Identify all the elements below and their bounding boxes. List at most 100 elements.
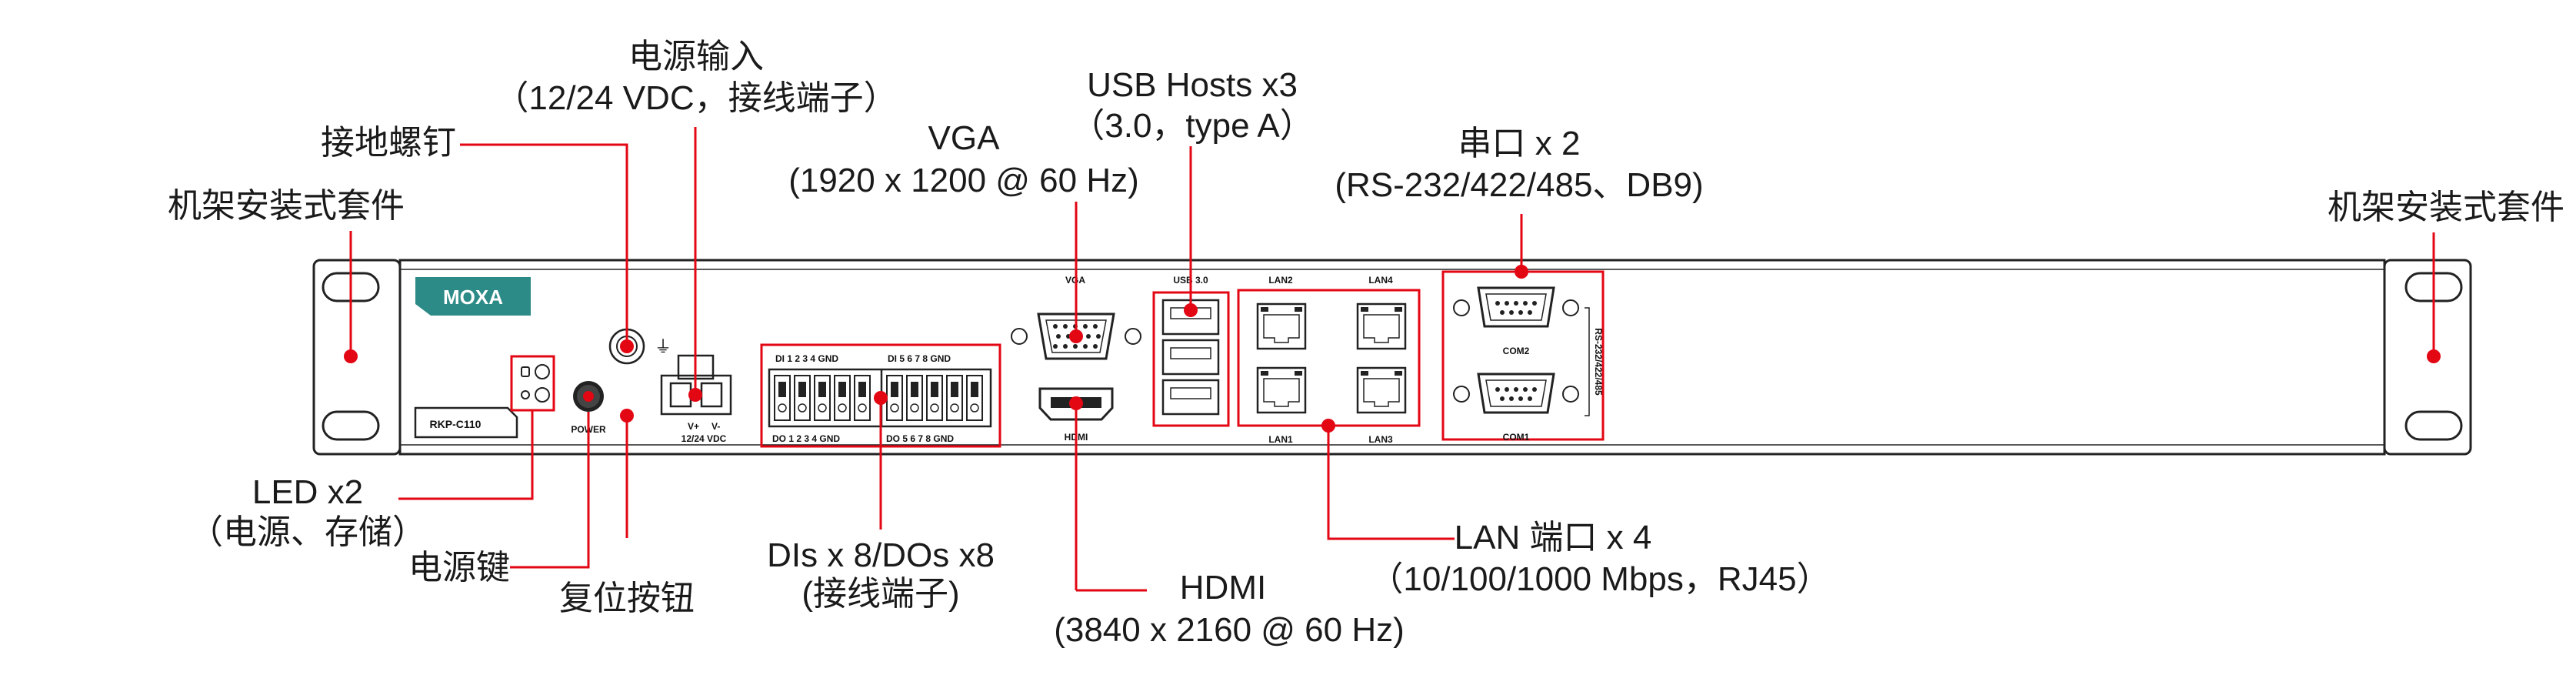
lan4-label: LAN4 bbox=[1368, 275, 1393, 286]
db9-pin bbox=[1532, 387, 1537, 392]
moxa-logo: MOXA bbox=[415, 277, 531, 316]
db9-pin bbox=[1514, 387, 1518, 392]
ground-screw-callout: 接地螺钉 bbox=[321, 124, 456, 162]
dio-pin-screw bbox=[858, 403, 867, 413]
led-detail: （电源、存储） bbox=[189, 513, 426, 551]
dio-detail: (接线端子) bbox=[801, 575, 959, 613]
dio-pin-slot bbox=[951, 382, 958, 397]
db9-screw bbox=[1562, 386, 1579, 403]
rj45-opening bbox=[1263, 314, 1300, 343]
db9-pin bbox=[1495, 301, 1500, 306]
db9-pin bbox=[1500, 310, 1505, 315]
usb-port-tongue bbox=[1170, 387, 1211, 399]
db9-shell bbox=[1477, 373, 1555, 414]
vga-pin bbox=[1073, 344, 1078, 349]
db9-inner bbox=[1485, 293, 1547, 321]
com1-label: COM1 bbox=[1503, 432, 1530, 443]
leader-lines bbox=[349, 127, 2435, 592]
vga-pin bbox=[1086, 334, 1091, 339]
vga-pin bbox=[1093, 344, 1098, 349]
vdc-label: 12/24 VDC bbox=[681, 433, 727, 444]
dio-pin-screw bbox=[778, 403, 787, 413]
vminus-label: V- bbox=[711, 421, 720, 432]
db9-pin bbox=[1514, 301, 1518, 306]
dio-pin-screw bbox=[838, 403, 847, 413]
lan-detail: （10/100/1000 Mbps，RJ45） bbox=[1369, 560, 1830, 598]
power-input-detail: （12/24 VDC，接线端子） bbox=[495, 79, 897, 117]
dio-pin-slot bbox=[778, 382, 786, 397]
led-group bbox=[521, 364, 550, 403]
power-input-title: 电源输入 bbox=[628, 38, 764, 75]
db9-inner bbox=[1485, 379, 1547, 407]
db9-screw bbox=[1453, 386, 1470, 403]
rack-slot-bottom-left bbox=[322, 410, 380, 441]
hdmi-title: HDMI bbox=[1180, 569, 1266, 606]
dio-pin-slot bbox=[798, 382, 806, 397]
db9-pin bbox=[1518, 310, 1523, 315]
vga-pin bbox=[1063, 324, 1068, 329]
do-row2-label: DO 5 6 7 8 GND bbox=[886, 433, 954, 444]
ground-screw: ⏚ bbox=[608, 328, 671, 365]
vga-pin bbox=[1063, 344, 1068, 349]
db9-pin bbox=[1532, 301, 1537, 306]
db9-pin bbox=[1500, 396, 1505, 401]
lan-jacks bbox=[1256, 302, 1407, 414]
di-row2-label: DI 5 6 7 8 GND bbox=[888, 353, 951, 364]
vga-detail: (1920 x 1200 @ 60 Hz) bbox=[788, 162, 1139, 199]
led-title: LED x2 bbox=[252, 473, 363, 511]
rack-right-callout: 机架安装式套件 bbox=[2328, 189, 2564, 226]
hdmi-detail: (3840 x 2160 @ 60 Hz) bbox=[1054, 611, 1405, 649]
lan2-label: LAN2 bbox=[1268, 275, 1293, 286]
rj45-led bbox=[1295, 307, 1302, 312]
com-vertical-label: RS-232/422/485 bbox=[1593, 328, 1604, 396]
callout-text: 机架安装式套件 机架安装式套件 接地螺钉 电源输入 （12/24 VDC，接线端… bbox=[168, 38, 2564, 649]
db9-pin bbox=[1528, 310, 1532, 315]
db9-pin bbox=[1505, 301, 1509, 306]
dio-pins bbox=[774, 375, 983, 421]
usb-port bbox=[1161, 339, 1220, 376]
vga-pin bbox=[1053, 324, 1058, 329]
vga-pin bbox=[1083, 344, 1088, 349]
db9-screw bbox=[1562, 299, 1579, 316]
com-db9 bbox=[1453, 286, 1579, 414]
vga-pin bbox=[1096, 334, 1101, 339]
com2-label: COM2 bbox=[1503, 346, 1530, 356]
dio-pin-screw bbox=[970, 403, 979, 413]
rj45-led bbox=[1361, 307, 1368, 312]
dio-pin-slot bbox=[971, 382, 978, 397]
db9-pin bbox=[1509, 396, 1514, 401]
rj45-opening bbox=[1363, 378, 1400, 407]
serial-title: 串口 x 2 bbox=[1458, 125, 1581, 162]
dio-pin-screw bbox=[930, 403, 939, 413]
chassis-body bbox=[398, 259, 2386, 456]
db9-pin bbox=[1528, 396, 1532, 401]
dio-pin-slot bbox=[911, 382, 918, 397]
vga-port: VGA bbox=[1011, 275, 1141, 360]
dio-pin-screw bbox=[950, 403, 959, 413]
rj45-led bbox=[1295, 371, 1302, 376]
db9-pin bbox=[1518, 396, 1523, 401]
model-badge: RKP-C110 bbox=[414, 406, 518, 439]
usb-port-tongue bbox=[1170, 347, 1211, 359]
model-text: RKP-C110 bbox=[430, 418, 482, 430]
db9-pin bbox=[1495, 387, 1500, 392]
di-row1-label: DI 1 2 3 4 GND bbox=[775, 353, 838, 364]
vga-title: VGA bbox=[928, 119, 1001, 157]
dio-pin-slot bbox=[891, 382, 898, 397]
db9-shell bbox=[1477, 286, 1555, 328]
lan1-label: LAN1 bbox=[1268, 434, 1293, 445]
ground-symbol-icon: ⏚ bbox=[655, 337, 671, 356]
vga-pin bbox=[1093, 324, 1098, 329]
dio-terminal-block: DI 1 2 3 4 GND DI 5 6 7 8 GND DO 1 2 3 4… bbox=[760, 343, 1001, 448]
lan3-label: LAN3 bbox=[1368, 434, 1393, 445]
led-highlight bbox=[510, 355, 555, 412]
usb-stack bbox=[1161, 299, 1220, 416]
rj45-led bbox=[1395, 307, 1402, 312]
rj45-opening bbox=[1263, 378, 1300, 407]
rj45-opening bbox=[1363, 314, 1400, 343]
vga-pin bbox=[1083, 324, 1088, 329]
vga-pin bbox=[1056, 334, 1061, 339]
com-ports: COM2 COM1 RS-232/422/485 bbox=[1441, 265, 1605, 443]
